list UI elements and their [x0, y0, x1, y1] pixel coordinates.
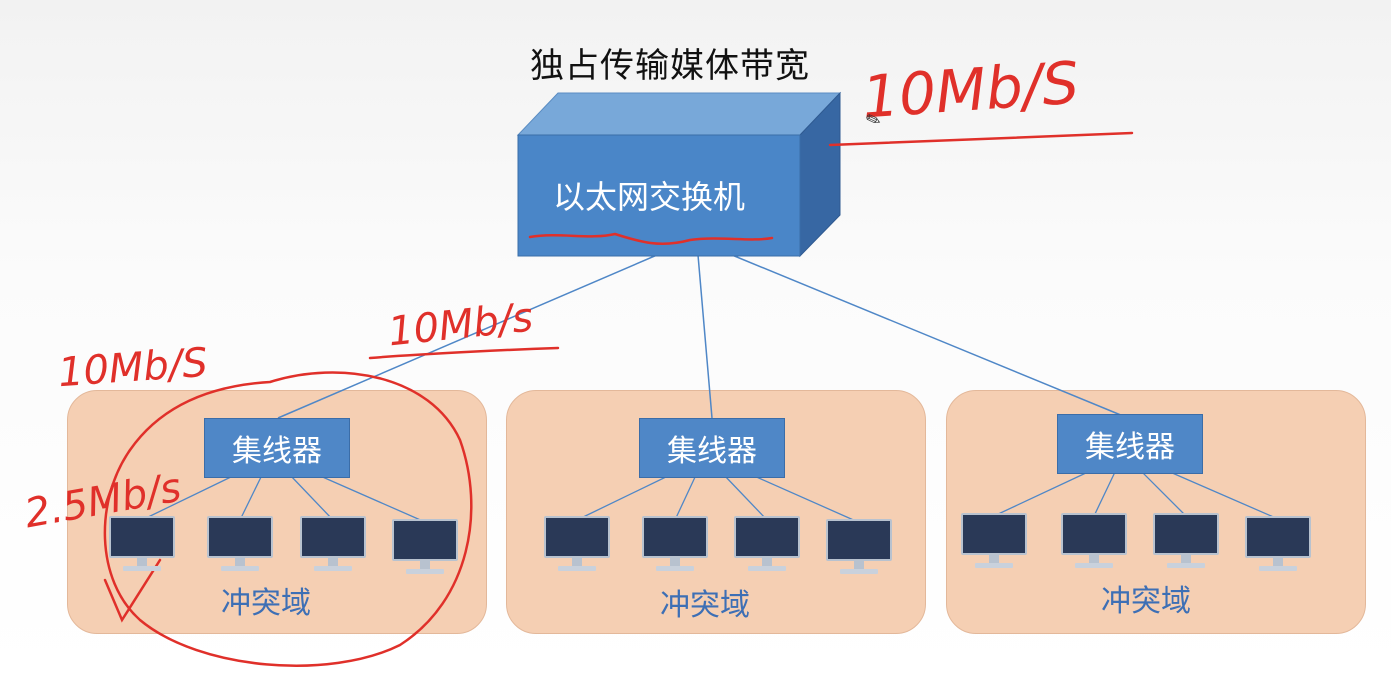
- hub-label: 集线器: [667, 434, 757, 469]
- switch-top-face: [516, 92, 842, 136]
- hub-1: 集线器: [204, 418, 350, 478]
- pc-monitor-icon: [392, 519, 458, 577]
- ink-link-underline: [368, 346, 560, 360]
- uplink-lines: [277, 254, 1129, 419]
- diagram-title: 独占传输媒体带宽: [530, 46, 810, 86]
- ink-checkmark: [103, 558, 162, 623]
- pc-monitor-icon: [207, 516, 273, 574]
- pc-monitor-icon: [300, 516, 366, 574]
- ink-annotations: [103, 131, 1134, 667]
- pc-monitor-icon: [1153, 513, 1219, 571]
- pc-monitor-icon: [826, 519, 892, 577]
- uplink-line-1: [277, 254, 658, 419]
- pc-monitor-icon: [544, 516, 610, 574]
- pc-monitor-icon: [734, 516, 800, 574]
- ink-top-right-line: [828, 131, 1134, 147]
- pc-monitor-icon: [961, 513, 1027, 571]
- pc-monitor-icon: [642, 516, 708, 574]
- switch-label: 以太网交换机: [553, 178, 746, 216]
- ink-switch-underline: [528, 232, 774, 246]
- collision-domain-label: 冲突域: [221, 586, 311, 621]
- pc-monitor-icon: [109, 516, 175, 574]
- hub-2: 集线器: [639, 418, 785, 478]
- pc-monitor-icon: [1061, 513, 1127, 571]
- uplink-line-3: [731, 254, 1129, 419]
- ink-circle: [103, 371, 473, 667]
- hub-3: 集线器: [1057, 414, 1203, 474]
- uplink-line-2: [697, 254, 713, 419]
- pc-monitor-icon: [1245, 516, 1311, 574]
- hub-label: 集线器: [1085, 430, 1175, 465]
- collision-domain-label: 冲突域: [1101, 584, 1191, 619]
- collision-domain-label: 冲突域: [660, 588, 750, 623]
- hub-label: 集线器: [232, 434, 322, 469]
- hub-pc-lines: [141, 471, 1279, 523]
